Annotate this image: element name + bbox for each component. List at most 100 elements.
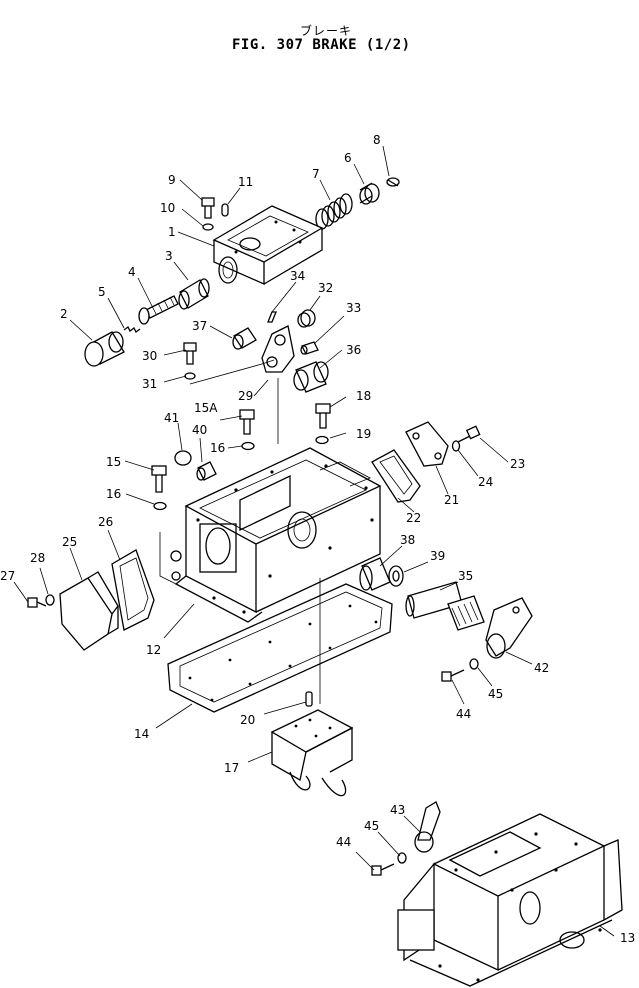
callout-9: 9: [168, 173, 176, 187]
part-26-gasket: [111, 549, 155, 631]
figure-title-japanese: ブレーキ: [300, 24, 353, 38]
callout-36: 36: [346, 343, 361, 357]
callout-23: 23: [510, 457, 525, 471]
part-44-bolt-a: [441, 669, 465, 682]
callout-18: 18: [356, 389, 371, 403]
part-27-bolt: [27, 597, 47, 608]
part-42-lever-arm: [485, 597, 533, 659]
callout-4: 4: [128, 265, 136, 279]
part-24-washer: [451, 440, 461, 452]
part-23-bolt: [457, 425, 481, 443]
part-4-valve-stem: [138, 295, 179, 325]
callout-16-upper: 16: [210, 441, 225, 455]
callout-37: 37: [192, 319, 207, 333]
callout-29: 29: [238, 389, 253, 403]
callout-21: 21: [444, 493, 459, 507]
part-36-sleeve: [293, 361, 329, 393]
callout-6: 6: [344, 151, 352, 165]
callout-40: 40: [192, 423, 207, 437]
part-16-washer-upper: [241, 441, 255, 451]
callout-16-lower: 16: [106, 487, 121, 501]
part-12-brake-housing: [170, 447, 382, 623]
part-41-plug: [174, 450, 192, 466]
callout-13: 13: [620, 931, 635, 945]
leader-lines: [13, 145, 615, 937]
callout-28: 28: [30, 551, 45, 565]
callout-7: 7: [312, 167, 320, 181]
part-29-lever: [261, 325, 295, 373]
callout-11: 11: [238, 175, 253, 189]
callout-44-b: 44: [336, 835, 351, 849]
callout-26: 26: [98, 515, 113, 529]
callout-35: 35: [458, 569, 473, 583]
part-3-sleeve: [178, 278, 210, 310]
part-15a-bolt: [239, 409, 255, 435]
part-28-washer: [45, 594, 55, 606]
part-7-spring: [315, 193, 353, 230]
part-43-lever-arm: [414, 801, 441, 853]
callout-10: 10: [160, 201, 175, 215]
part-19-washer: [315, 435, 329, 445]
part-40-bushing: [196, 461, 217, 481]
part-32-bushing: [297, 309, 316, 328]
callout-32: 32: [318, 281, 333, 295]
part-16-washer-lower: [153, 501, 167, 511]
callout-19: 19: [356, 427, 371, 441]
part-11-pin: [221, 203, 229, 217]
part-20-dowel-pin: [305, 691, 313, 707]
callout-31: 31: [142, 377, 157, 391]
callout-15: 15: [106, 455, 121, 469]
callout-5: 5: [98, 285, 106, 299]
part-30-bolt: [183, 342, 197, 365]
callout-44-a: 44: [456, 707, 471, 721]
part-1-upper-housing: [212, 205, 324, 285]
callout-2: 2: [60, 307, 68, 321]
part-5-spring: [123, 326, 141, 333]
callout-25: 25: [62, 535, 77, 549]
callout-34: 34: [290, 269, 305, 283]
part-9-bolt: [201, 197, 215, 219]
part-35-shaft: [405, 581, 485, 631]
part-17-bracket: [270, 709, 354, 797]
part-25-cover: [59, 571, 119, 651]
part-38-bearing: [359, 557, 391, 591]
part-10-washer: [202, 223, 214, 231]
part-31-washer: [184, 372, 196, 380]
callout-42: 42: [534, 661, 549, 675]
part-18-bolt: [315, 403, 331, 429]
callout-14: 14: [134, 727, 149, 741]
part-39-seal: [388, 565, 404, 587]
part-34-split-pin: [267, 311, 277, 323]
part-6-cap: [359, 182, 380, 205]
part-15-bolt: [151, 465, 167, 493]
part-13-brake-assembly: [397, 813, 623, 987]
callout-20: 20: [240, 713, 255, 727]
callout-24: 24: [478, 475, 493, 489]
callout-43: 43: [390, 803, 405, 817]
part-22-gasket: [371, 449, 421, 503]
figure-title: FIG. 307 BRAKE (1/2): [232, 37, 411, 53]
callout-41: 41: [164, 411, 179, 425]
part-37-bushing: [232, 327, 257, 350]
callout-45-b: 45: [364, 819, 379, 833]
callout-15a: 15A: [194, 401, 218, 415]
callout-33: 33: [346, 301, 361, 315]
part-8-clip: [386, 177, 400, 187]
callout-8: 8: [373, 133, 381, 147]
callout-22: 22: [406, 511, 421, 525]
callout-3: 3: [165, 249, 173, 263]
part-33-pin: [300, 341, 319, 355]
callout-1: 1: [168, 225, 176, 239]
part-14-gasket: [167, 583, 393, 713]
callout-17: 17: [224, 761, 239, 775]
part-2-plug: [84, 331, 125, 367]
part-45-washer-a: [469, 658, 479, 670]
callout-39: 39: [430, 549, 445, 563]
callout-27: 27: [0, 569, 15, 583]
callout-45-a: 45: [488, 687, 503, 701]
callout-38: 38: [400, 533, 415, 547]
part-21-cover: [405, 421, 449, 467]
part-45-washer-b: [397, 852, 407, 864]
callout-12: 12: [146, 643, 161, 657]
